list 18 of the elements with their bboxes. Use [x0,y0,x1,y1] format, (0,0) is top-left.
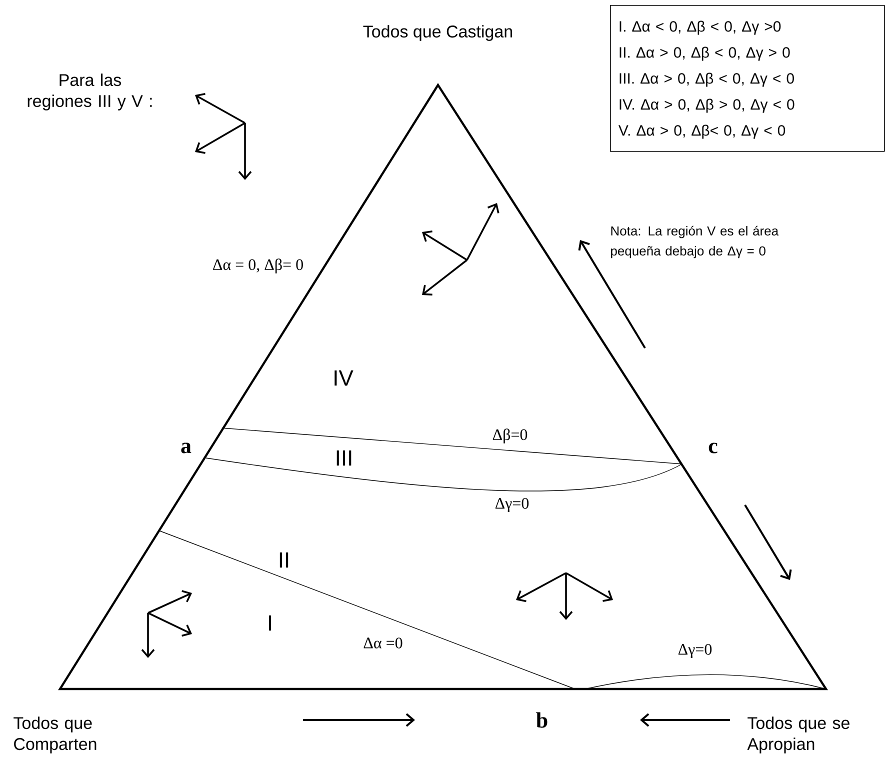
line-label: Δγ=0 [495,498,529,512]
vertex-label: Todos que Castigan [363,25,512,41]
line-label: Δγ=0 [678,644,712,658]
vertex-label: Todos que Comparten [14,716,96,754]
line-label: Δα =0 [364,638,402,648]
vertex-label: b [536,712,548,728]
region-label: II [280,552,288,568]
line-label: Δα = 0, Δβ= 0 [213,258,303,274]
line-label: Δβ=0 [492,428,528,444]
vertex-label: Todos que se Apropian [747,716,850,754]
vertex-label: c [708,442,718,454]
note-text: Para las regiones III y V : [28,74,152,110]
legend-box: I. Δα < 0, Δβ < 0, Δγ >0 II. Δα > 0, Δβ < 0, Δγ > 0 III. Δα > 0, Δβ < 0, Δγ < 0 IV. Δα > 0, Δβ > 0, Δγ < 0 V. Δα > 0, Δβ< 0, Δγ < 0 [610,5,885,152]
region-label: III [336,450,352,466]
note-text: Nota: La región V es el área pequeña debajo de Δγ = 0 [611,226,779,258]
region-label: IV [334,370,354,386]
vertex-label: a [181,442,192,454]
region-label: I [268,615,272,631]
